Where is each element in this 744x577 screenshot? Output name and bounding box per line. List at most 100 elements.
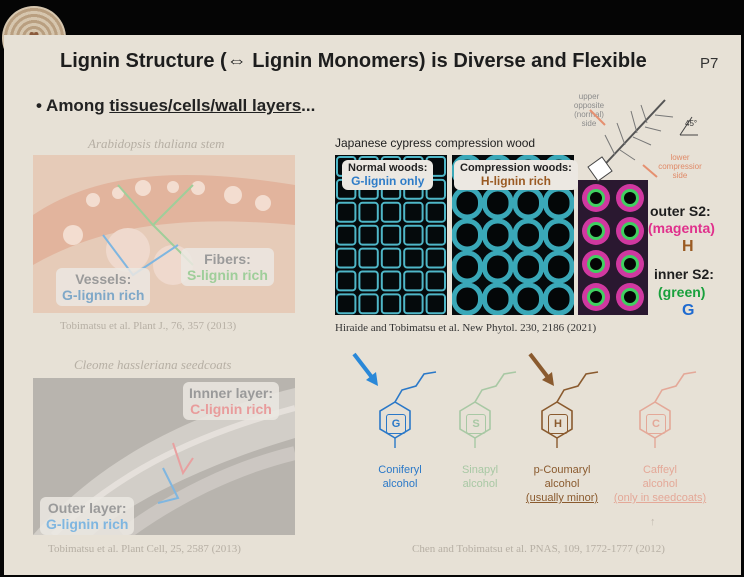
page-number: P7: [700, 55, 719, 72]
compression-wood-line2: H-lignin rich: [480, 174, 551, 188]
wood-cell: [403, 293, 424, 315]
monomer-name-line2: alcohol: [544, 478, 580, 490]
wood-cell: [336, 247, 357, 269]
monomer-name-line1: Caffeyl: [642, 464, 678, 476]
monomer-ring-label: G: [386, 414, 406, 434]
normal-wood-line2: G-lignin only: [351, 174, 425, 188]
monomer-name-line1: Sinapyl: [461, 464, 499, 476]
compression-wood-label: Compression woods:H-lignin rich: [454, 160, 578, 190]
wood-cell: [403, 270, 424, 292]
wood-cell: [336, 293, 357, 315]
monomer-structure-drawing: [379, 371, 437, 448]
inner-s2-label: inner S2:: [654, 266, 714, 282]
monomer-ring-label: C: [646, 414, 666, 434]
s2-cells: [582, 184, 644, 311]
angle-label: 45°: [685, 119, 698, 128]
s2-image: [578, 180, 648, 315]
fibers-label: Fibers:S-lignin rich: [181, 248, 274, 286]
wood-cell: [403, 247, 424, 269]
wood-cell: [482, 218, 514, 252]
monomer-g: G Coniferyl alcohol: [350, 356, 450, 516]
wood-cell: [358, 270, 379, 292]
monomer-name-line1: Coniferyl: [378, 464, 422, 476]
bullet-suffix: ...: [301, 96, 316, 115]
wood-cell: [543, 218, 574, 252]
wood-cell: [425, 293, 446, 315]
cypress-caption: Japanese cypress compression wood: [335, 136, 536, 150]
monomer-name-line2: alcohol: [642, 478, 678, 490]
wood-cell: [543, 186, 574, 220]
wood-cell: [403, 224, 424, 246]
vessels-label-line2: G-lignin rich: [62, 287, 145, 303]
vessels-label-line1: Vessels:: [75, 271, 132, 287]
wood-cell: [380, 247, 402, 269]
wood-cell: [380, 224, 402, 246]
tree-sketch: [587, 99, 698, 182]
normal-wood-label: Normal woods:G-lignin only: [342, 160, 434, 190]
monomer-structure-drawing: [459, 371, 517, 448]
wood-cell: [482, 282, 514, 315]
wood-cell: [452, 218, 483, 252]
upper-side-label: upper opposite (normal) side: [573, 92, 605, 128]
inner-layer-label: Innner layer:C-lignin rich: [183, 382, 280, 420]
arabidopsis-reference: Tobimatsu et al. Plant J., 76, 357 (2013…: [60, 320, 237, 332]
monomer-ring-label: H: [548, 414, 568, 434]
wood-cell: [543, 250, 574, 284]
wood-cell: [512, 218, 544, 252]
arabidopsis-image: [33, 155, 295, 313]
wood-cell: [512, 186, 544, 220]
cleome-reference: Tobimatsu et al. Plant Cell, 25, 2587 (2…: [48, 543, 241, 555]
outer-layer-line1: Outer layer:: [47, 500, 127, 516]
wood-cell: [358, 293, 379, 315]
compression-wood-line1: Compression woods:: [460, 162, 572, 174]
wood-cell: [403, 201, 424, 223]
s2-cell-ring: [624, 192, 636, 204]
inner-layer-line1: Innner layer:: [189, 385, 274, 401]
cleome-caption: Cleome hassleriana seedcoats: [74, 357, 232, 372]
wood-cell: [358, 247, 379, 269]
wood-cell: [482, 250, 514, 284]
fibers-label-line2: S-lignin rich: [187, 267, 268, 283]
bullet-prefix: • Among: [36, 96, 110, 115]
s2-cell-ring: [590, 258, 602, 270]
arabidopsis-caption: Arabidopsis thaliana stem: [88, 136, 225, 151]
wood-cell: [512, 282, 544, 315]
s2-cell-ring: [624, 258, 636, 270]
monomer-name-line1: p-Coumaryl: [533, 464, 591, 476]
compression-wood-cells: [452, 155, 574, 315]
wood-cell: [452, 250, 483, 284]
wood-cell: [380, 201, 402, 223]
s2-cell-ring: [590, 192, 602, 204]
lower-side-label: lower compressior side: [658, 153, 702, 180]
bullet-underlined: tissues/cells/wall layers: [109, 96, 302, 115]
inner-layer-line2: C-lignin rich: [190, 401, 272, 417]
outer-layer-line2: G-lignin rich: [46, 516, 129, 532]
monomer-s: S Sinapyl alcohol: [430, 356, 530, 516]
monomer-h: H p-Coumaryl alcohol (usually minor): [512, 356, 612, 516]
outer-s2-color: (magenta): [648, 220, 715, 236]
wood-cell: [512, 250, 544, 284]
outer-layer-label: Outer layer:G-lignin rich: [40, 497, 135, 535]
s2-cell-ring: [590, 291, 602, 303]
outer-s2-letter: H: [682, 238, 694, 255]
monomer-name-line2: alcohol: [382, 478, 418, 490]
wood-cell: [336, 224, 357, 246]
wood-cell: [425, 270, 446, 292]
s2-cell-ring: [590, 225, 602, 237]
wood-cell: [452, 282, 483, 315]
monomer-ring-label: S: [466, 414, 486, 434]
vessels-label: Vessels:G-lignin rich: [56, 268, 151, 306]
wood-cell: [336, 270, 357, 292]
normal-wood-line1: Normal woods:: [348, 162, 428, 174]
up-arrow-icon: ↑: [650, 516, 656, 528]
wood-cell: [425, 247, 446, 269]
wood-cell: [482, 186, 514, 220]
inner-s2-color: (green): [658, 284, 706, 300]
wood-cell: [425, 201, 446, 223]
monomer-reference: Chen and Tobimatsu et al. PNAS, 109, 177…: [412, 543, 665, 555]
slide-title: Lignin Structure (⇔ Lignin Monomers) is …: [60, 50, 647, 72]
monomer-structure-drawing: [541, 371, 599, 448]
s2-cell-ring: [624, 225, 636, 237]
wood-cell: [336, 201, 357, 223]
monomer-structure-drawing: [639, 371, 697, 448]
